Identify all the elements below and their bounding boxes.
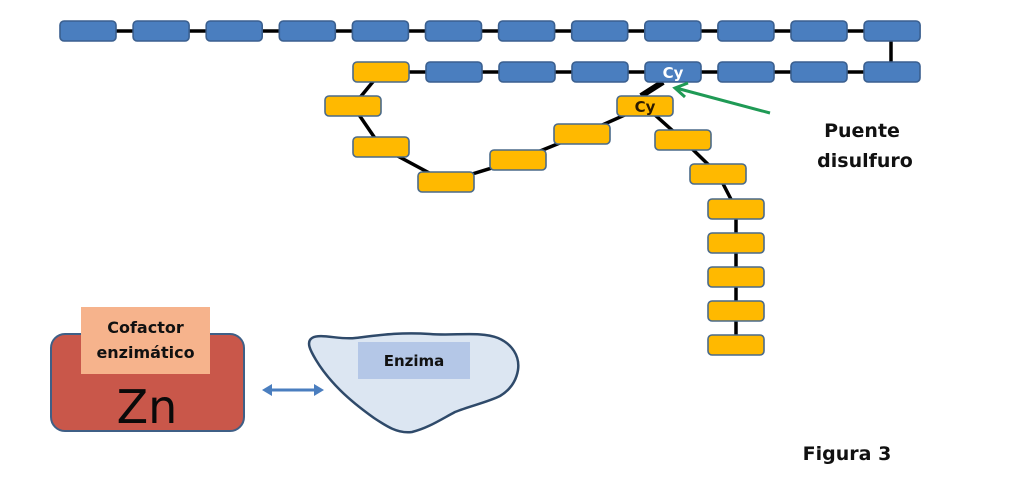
amino-acid-blue <box>205 20 263 42</box>
amino-acid-yellow <box>707 334 765 356</box>
cysteine-yellow <box>616 95 674 117</box>
double-arrow-icon <box>262 384 324 396</box>
amino-acid-yellow <box>707 300 765 322</box>
cysteine-label-blue: Cy <box>663 64 684 82</box>
amino-acid-yellow <box>489 149 547 171</box>
amino-acid-blue <box>132 20 190 42</box>
zn-symbol: Zn <box>117 380 178 434</box>
amino-acid-blue <box>425 61 483 83</box>
disulfide-bond <box>639 79 665 99</box>
amino-acid-blue <box>498 61 556 83</box>
amino-acid-yellow <box>689 163 747 185</box>
amino-acid-yellow <box>352 136 410 158</box>
cofactor-label-box <box>81 307 210 374</box>
cysteine-label-yellow: Cy <box>635 98 656 116</box>
amino-acid-yellow <box>707 232 765 254</box>
amino-acid-blue <box>278 20 337 42</box>
disulfide-arrow <box>675 86 771 115</box>
amino-acid-yellow <box>324 95 382 117</box>
amino-acid-blue <box>497 20 556 42</box>
amino-acid-blue <box>790 61 848 83</box>
amino-acid-blue <box>717 61 775 83</box>
amino-acid-yellow <box>417 171 475 193</box>
enzyme-label-box <box>358 342 470 379</box>
disulfide-arrow-head <box>672 81 689 99</box>
amino-acid-blue <box>643 20 702 42</box>
cofactor-label-line-2: enzimático <box>96 343 194 362</box>
cysteine-blue <box>644 61 702 83</box>
amino-acid-blue <box>570 20 629 42</box>
amino-acid-blue <box>351 20 410 42</box>
amino-acid-blue <box>424 20 483 42</box>
amino-acid-yellow <box>707 198 765 220</box>
amino-acid-yellow <box>707 266 765 288</box>
amino-acid-yellow <box>553 123 611 145</box>
figure-label: Figura 3 <box>803 443 892 465</box>
amino-acid-blue <box>790 20 848 42</box>
annotation-line-2: disulfuro <box>817 150 913 172</box>
enzyme-label: Enzima <box>384 352 445 370</box>
amino-acid-yellow <box>352 61 410 83</box>
amino-acid-blue <box>59 20 117 42</box>
amino-acid-yellow <box>654 129 712 151</box>
cofactor-label-line-1: Cofactor <box>107 318 184 337</box>
amino-acid-blue <box>717 20 775 42</box>
amino-acid-blue <box>863 61 921 83</box>
annotation-line-1: Puente <box>824 120 900 142</box>
amino-acid-blue <box>571 61 629 83</box>
amino-acid-blue <box>863 20 921 42</box>
